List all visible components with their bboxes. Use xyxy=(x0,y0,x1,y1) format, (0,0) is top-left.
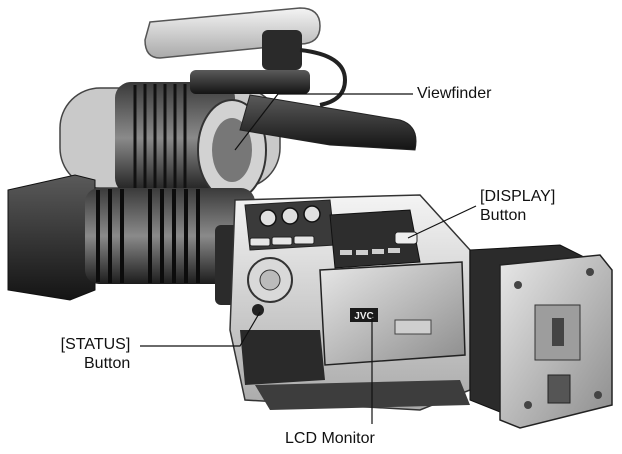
status-button-shape xyxy=(252,304,264,316)
viewfinder-label: Viewfinder xyxy=(417,84,491,103)
lcd-monitor-label: LCD Monitor xyxy=(285,429,375,448)
display-button-shape xyxy=(395,232,417,244)
lcd-monitor-housing xyxy=(320,262,465,365)
svg-text:JVC: JVC xyxy=(354,311,373,322)
display-button-label-line-2: Button xyxy=(480,206,555,225)
status-button-label-line-1: [STATUS] xyxy=(60,335,130,354)
camera-body xyxy=(230,195,470,410)
status-button-label-line-2: Button xyxy=(60,354,130,373)
zoom-lens xyxy=(8,175,260,305)
battery-plate xyxy=(470,245,612,428)
display-button-label-line-1: [DISPLAY] xyxy=(480,187,555,206)
jvc-logo: JVC xyxy=(350,308,378,322)
display-button-label: [DISPLAY] Button xyxy=(480,187,555,225)
status-button-label: [STATUS] Button xyxy=(60,335,130,373)
